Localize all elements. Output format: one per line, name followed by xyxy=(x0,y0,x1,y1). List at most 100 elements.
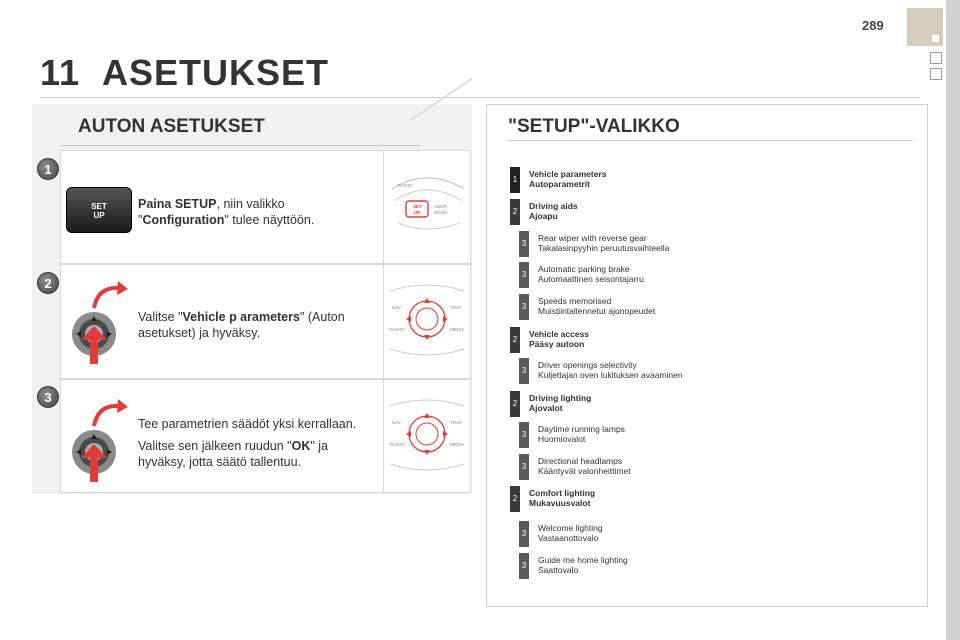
panel-media-label-2: MEDIA xyxy=(450,442,464,447)
step-1-text-b: SETUP xyxy=(174,197,217,211)
menu-item-line2: Ajoapu xyxy=(529,211,558,221)
step-1-text-a: Paina xyxy=(138,197,175,211)
menu-item-line2: Vastaanottovalo xyxy=(538,533,599,543)
step-3-illustration: NAV TRAF RADIO MEDIA xyxy=(383,380,470,492)
menu-item-line2: Mukavuusvalot xyxy=(529,498,591,508)
panel-radio-label-3: RADIO xyxy=(390,442,405,447)
menu-item-line2: Huomiovalot xyxy=(538,434,586,444)
setup-button-line1: SET xyxy=(91,202,107,211)
step-3-text-a: Tee parametrien säädöt yksi kerrallaan. xyxy=(138,417,357,431)
step-1-text: Paina SETUP, niin valikko "Configuration… xyxy=(138,196,368,228)
nav-panel-illustration: NAV TRAF RADIO MEDIA xyxy=(389,284,464,356)
step-2-text: Valitse "Vehicle p arameters" (Auton ase… xyxy=(138,309,368,341)
setup-button-icon: SET UP xyxy=(66,187,132,233)
setup-button-line2: UP xyxy=(93,211,105,220)
rotary-knob-icon-2 xyxy=(68,398,148,488)
step-3-text: Tee parametrien säädöt yksi kerrallaan. … xyxy=(138,416,378,470)
menu-item-line1: Guide me home lighting xyxy=(538,555,628,565)
menu-item-line1: Driver openings selectivity xyxy=(538,360,637,370)
panel-nav-label-2: NAV xyxy=(392,420,401,425)
panel-nav-label: NAV xyxy=(392,305,401,310)
menu-item-line1: Speeds memorised xyxy=(538,296,612,306)
panel-traffic-label: TRAF xyxy=(450,305,462,310)
menu-item-line2: Kuljettajan oven lukituksen avaaminen xyxy=(538,370,683,380)
step-row-1: RADIO SET UP ADDR BOOK xyxy=(60,150,471,264)
menu-item-line1: Automatic parking brake xyxy=(538,264,630,274)
right-panel xyxy=(486,104,928,607)
menu-item-line2: Ajovalot xyxy=(529,403,563,413)
menu-item-line2: Kääntyvät valonheittimet xyxy=(538,466,631,476)
chapter-heading: 11 ASETUKSET xyxy=(40,52,329,94)
step-1-text-d: " xyxy=(138,213,143,227)
menu-item-line1: Driving aids xyxy=(529,201,578,211)
menu-item-line1: Directional headlamps xyxy=(538,456,623,466)
menu-item-line2: Takalasinpyyhin peruutusvaihteella xyxy=(538,243,670,253)
menu-level-marker: 2 xyxy=(510,391,520,417)
page-number: 289 xyxy=(862,18,884,33)
menu-item-line2: Muistiintallennetut ajonopeudet xyxy=(538,306,656,316)
step-badge-3: 3 xyxy=(37,386,59,408)
step-1-text-e: Configuration xyxy=(142,213,225,227)
step-2-text-d: asetukset) ja hyväksy. xyxy=(138,326,261,340)
step-2-illustration: NAV TRAF RADIO MEDIA xyxy=(383,265,470,378)
menu-level-marker: 3 xyxy=(519,553,529,579)
menu-item-line1: Vehicle access xyxy=(529,329,590,339)
menu-level-marker: 3 xyxy=(519,422,529,448)
menu-item-line2: Autoparametrit xyxy=(529,179,590,189)
menu-level-marker: 3 xyxy=(519,262,529,288)
panel-up-label: UP xyxy=(414,210,420,215)
step-1-text-c: , niin valikko xyxy=(216,197,285,211)
menu-level-marker: 3 xyxy=(519,521,529,547)
step-badge-1: 1 xyxy=(37,158,59,180)
menu-item-line1: Driving lighting xyxy=(529,393,592,403)
setup-panel-illustration: RADIO SET UP ADDR BOOK xyxy=(391,177,465,230)
panel-radio-label-2: RADIO xyxy=(390,327,405,332)
menu-item-line1: Vehicle parameters xyxy=(529,169,607,179)
step-3-text-d: " ja xyxy=(310,439,328,453)
step-3-text-e: hyväksy, jotta säätö tallentuu. xyxy=(138,455,302,469)
chapter-tab-box-2 xyxy=(930,68,942,80)
panel-traffic-label-2: TRAF xyxy=(450,420,462,425)
panel-radio-label: RADIO xyxy=(398,183,413,188)
panel-set-label: SET xyxy=(413,204,422,209)
menu-item-line2: Automaattinen seisontajarru xyxy=(538,274,644,284)
left-title-rule xyxy=(60,145,420,146)
menu-item-line1: Comfort lighting xyxy=(529,488,596,498)
step-2-text-c: " (Auton xyxy=(299,310,345,324)
step-badge-2: 2 xyxy=(37,272,59,294)
step-row-2: NAV TRAF RADIO MEDIA xyxy=(60,264,471,379)
left-section-title: AUTON ASETUKSET xyxy=(78,116,265,137)
step-3-text-c: OK xyxy=(291,439,311,453)
menu-item-line1: Daytime running lamps xyxy=(538,424,625,434)
menu-level-marker: 3 xyxy=(519,231,529,257)
menu-level-marker: 2 xyxy=(510,486,520,512)
rotary-knob-icon xyxy=(68,280,148,370)
chapter-rule xyxy=(40,97,920,98)
chapter-tab-box-1 xyxy=(930,52,942,64)
step-3-text-b: Valitse sen jälkeen ruudun " xyxy=(138,439,292,453)
right-section-title: "SETUP"-VALIKKO xyxy=(508,116,680,137)
menu-level-marker: 3 xyxy=(519,358,529,384)
panel-addr-label: ADDR xyxy=(434,204,448,209)
right-title-rule xyxy=(508,140,913,141)
menu-level-marker: 3 xyxy=(519,294,529,320)
panel-book-label: BOOK xyxy=(434,210,447,215)
nav-panel-illustration-2: NAV TRAF RADIO MEDIA xyxy=(389,399,464,471)
menu-level-marker: 1 xyxy=(510,167,520,193)
menu-item-line1: Rear wiper with reverse gear xyxy=(538,233,647,243)
step-1-text-f: " tulee näyttöön. xyxy=(224,213,315,227)
step-2-text-a: Valitse " xyxy=(138,310,183,324)
menu-item-line2: Pääsy autoon xyxy=(529,339,585,349)
menu-level-marker: 2 xyxy=(510,327,520,353)
menu-item-line1: Welcome lighting xyxy=(538,523,603,533)
step-2-text-b: Vehicle p arameters xyxy=(182,310,300,324)
step-row-3: NAV TRAF RADIO MEDIA xyxy=(60,379,471,493)
panel-media-label: MEDIA xyxy=(450,327,464,332)
menu-level-marker: 2 xyxy=(510,199,520,225)
chapter-title: ASETUKSET xyxy=(102,52,330,93)
corner-tab xyxy=(907,8,943,46)
step-1-illustration: RADIO SET UP ADDR BOOK xyxy=(383,151,470,263)
margin-strip xyxy=(946,0,960,640)
chapter-number: 11 xyxy=(40,52,81,93)
menu-level-marker: 3 xyxy=(519,454,529,480)
